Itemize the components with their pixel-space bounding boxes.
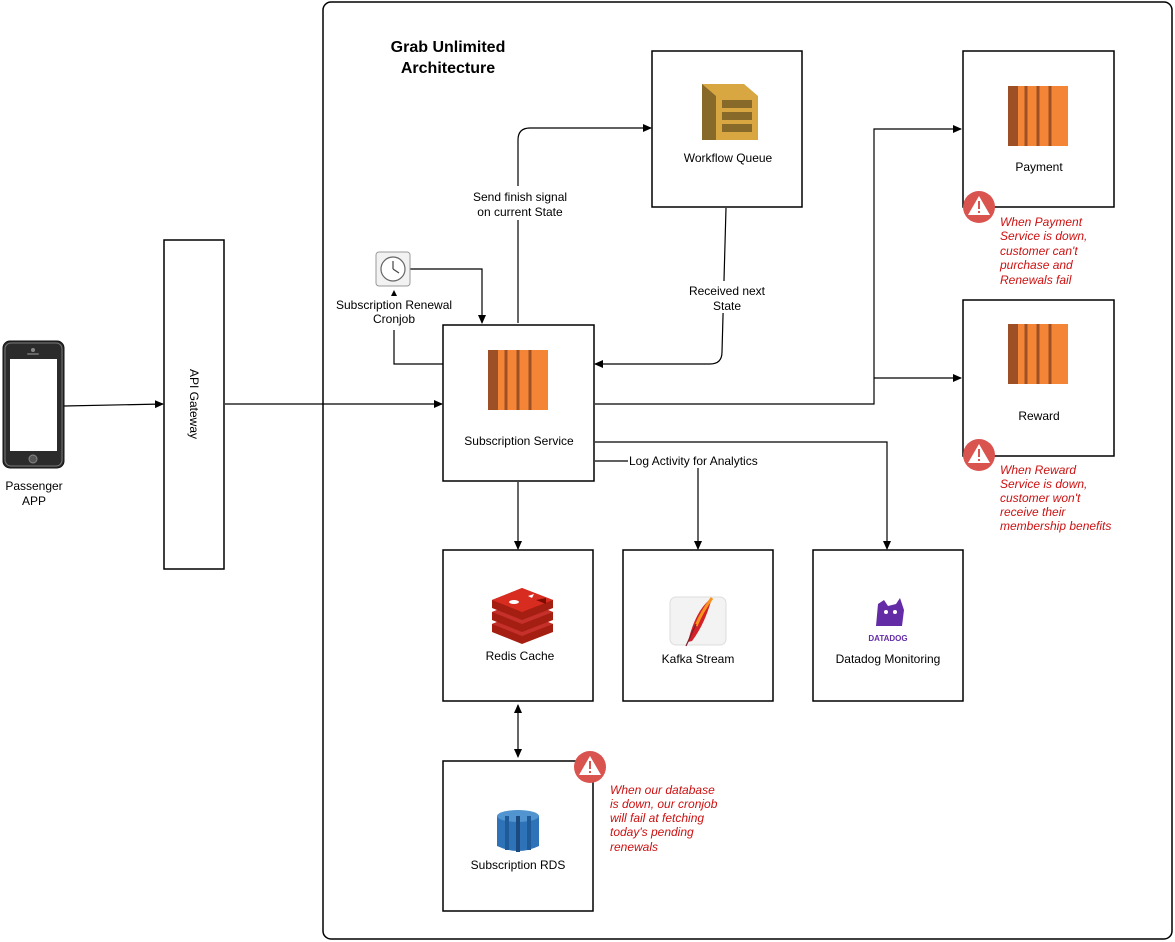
warning-icon	[574, 751, 606, 783]
rds-warning-line5: renewals	[610, 840, 658, 854]
edge-label-log-activity: Log Activity for Analytics	[629, 454, 758, 468]
edge-cronjob-to-service	[410, 268, 486, 324]
payment-warning-line1: When Payment	[1000, 215, 1083, 229]
warning-icon	[963, 191, 995, 223]
clock-icon	[375, 251, 411, 287]
edge-queue-to-service	[594, 207, 727, 368]
reward-node: Reward	[962, 299, 1115, 457]
payment-warning-line3: customer can't	[1000, 244, 1078, 258]
payment-warning-line2: Service is down,	[1000, 229, 1087, 243]
subscription-service-node: Subscription Service	[442, 324, 595, 482]
smartphone-icon	[2, 340, 65, 469]
reward-warning-line5: membership benefits	[1000, 519, 1111, 533]
aws-sqs-icon	[702, 84, 758, 140]
rds-warning-line4: today's pending	[610, 825, 694, 839]
reward-label: Reward	[1018, 409, 1059, 423]
reward-warning-line3: customer won't	[1000, 491, 1081, 505]
payment-label: Payment	[1015, 160, 1063, 174]
redis-icon	[492, 588, 553, 644]
subscription-rds-node: Subscription RDS	[442, 760, 594, 912]
api-gateway-label: API Gateway	[187, 369, 201, 439]
edge-service-to-datadog	[595, 441, 891, 550]
passenger-app-label-2: APP	[22, 494, 46, 508]
cronjob-label-1: Subscription Renewal	[336, 298, 452, 312]
edge-service-to-cronjob	[393, 330, 443, 365]
datadog-logo-text: DATADOG	[868, 634, 907, 643]
kafka-stream-node: Kafka Stream	[622, 549, 774, 702]
cronjob-node: Subscription Renewal Cronjob	[330, 251, 458, 327]
aws-ec2-icon	[1008, 324, 1068, 384]
warning-icon	[963, 439, 995, 471]
workflow-queue-label: Workflow Queue	[684, 151, 773, 165]
edge-service-to-queue	[517, 124, 652, 323]
edge-label-received-next-1: Received next	[689, 284, 766, 298]
reward-warning-line4: receive their	[1000, 505, 1066, 519]
aws-ec2-icon	[1008, 86, 1068, 146]
cronjob-label-2: Cronjob	[373, 312, 415, 326]
reward-warning: When Reward Service is down, customer wo…	[963, 439, 1111, 533]
passenger-app-label-1: Passenger	[5, 479, 62, 493]
edge-app-to-gateway	[63, 400, 164, 409]
rds-warning-line1: When our database	[610, 783, 715, 797]
cronjob-arrowhead	[391, 290, 397, 296]
datadog-label: Datadog Monitoring	[836, 652, 941, 666]
reward-warning-line1: When Reward	[1000, 463, 1076, 477]
reward-warning-line2: Service is down,	[1000, 477, 1087, 491]
payment-node: Payment	[962, 50, 1115, 208]
diagram-title-line2: Architecture	[401, 60, 495, 77]
rds-warning-line3: will fail at fetching	[610, 811, 704, 825]
aws-ec2-icon	[488, 350, 548, 410]
edge-label-send-finish-1: Send finish signal	[473, 190, 567, 204]
passenger-app-node: Passenger APP	[2, 340, 65, 508]
subscription-service-label: Subscription Service	[464, 434, 574, 448]
edge-service-to-kafka	[595, 460, 702, 550]
payment-warning: When Payment Service is down, customer c…	[963, 191, 1087, 287]
redis-cache-node: Redis Cache	[442, 549, 594, 702]
payment-warning-line5: Renewals fail	[1000, 273, 1072, 287]
rds-warning: When our database is down, our cronjob w…	[574, 751, 718, 854]
payment-warning-line4: purchase and	[999, 258, 1073, 272]
datadog-node: DATADOG Datadog Monitoring	[812, 549, 964, 702]
kafka-feather-icon	[669, 596, 727, 647]
api-gateway-node: API Gateway	[163, 239, 225, 570]
diagram-title-line1: Grab Unlimited	[391, 39, 506, 56]
architecture-boundary	[322, 1, 1173, 940]
subscription-rds-label: Subscription RDS	[471, 858, 566, 872]
edge-label-received-next-2: State	[713, 299, 741, 313]
aws-rds-icon	[497, 810, 539, 852]
datadog-icon: DATADOG	[868, 596, 908, 643]
kafka-stream-label: Kafka Stream	[662, 652, 735, 666]
workflow-queue-node: Workflow Queue	[651, 50, 803, 208]
edge-label-send-finish-2: on current State	[477, 205, 563, 219]
redis-cache-label: Redis Cache	[486, 649, 555, 663]
rds-warning-line2: is down, our cronjob	[610, 797, 718, 811]
edge-service-to-payment	[595, 125, 962, 405]
